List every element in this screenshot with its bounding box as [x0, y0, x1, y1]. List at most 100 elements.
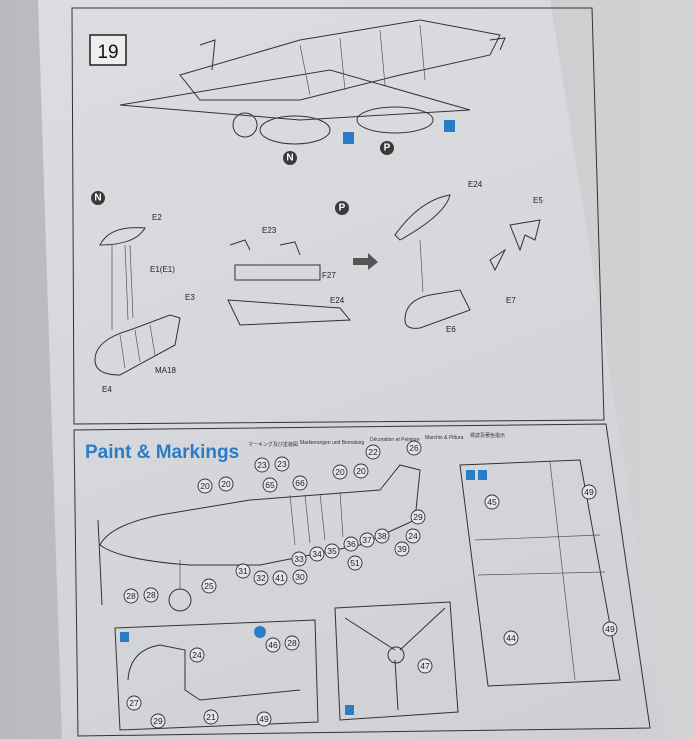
part-label: E5	[533, 196, 543, 205]
svg-text:26: 26	[409, 443, 419, 453]
aircraft-assembly-drawing	[119, 19, 506, 145]
svg-text:34: 34	[312, 549, 322, 559]
callout: 45	[484, 494, 500, 510]
svg-text:65: 65	[265, 480, 275, 490]
part-label: E3	[185, 293, 195, 302]
callout: 33	[291, 551, 307, 567]
callout: 26	[406, 440, 422, 456]
step-panel	[71, 7, 605, 425]
svg-text:33: 33	[294, 554, 304, 564]
svg-text:49: 49	[259, 714, 269, 724]
svg-text:P: P	[384, 143, 391, 154]
svg-text:N: N	[286, 153, 293, 164]
part-label: E24	[468, 180, 483, 189]
paint-markings-title: Paint & Markings	[85, 442, 239, 463]
svg-text:23: 23	[277, 459, 287, 469]
callout: 44	[503, 630, 519, 646]
callout: 49	[581, 484, 597, 500]
title-japanese: マーキング及び塗装図	[248, 441, 298, 448]
paint-panel	[73, 423, 651, 737]
callout: 23	[254, 457, 270, 473]
part-label: E23	[262, 226, 277, 235]
callout: 46	[265, 637, 281, 653]
aircraft-side-view	[97, 464, 421, 612]
svg-text:38: 38	[377, 531, 387, 541]
variant-n-badge: N	[283, 151, 297, 165]
propeller-view-panel	[334, 601, 459, 721]
part-label: E1(E1)	[150, 265, 175, 274]
option-icon	[444, 120, 455, 132]
callout: 66	[292, 475, 308, 491]
svg-text:28: 28	[287, 638, 297, 648]
callout: 21	[203, 709, 219, 725]
callout: 28	[143, 587, 159, 603]
svg-text:30: 30	[295, 572, 305, 582]
callout: 24	[189, 647, 205, 663]
title-italian: Marchio & Pittura	[425, 435, 464, 441]
callout: 30	[292, 569, 308, 585]
callout: 20	[332, 464, 348, 480]
svg-text:27: 27	[129, 698, 139, 708]
variant-p-badge: P	[335, 201, 349, 215]
callout: 36	[343, 536, 359, 552]
part-label: E7	[506, 296, 516, 305]
callout: 22	[365, 444, 381, 460]
svg-text:49: 49	[584, 487, 594, 497]
callout: 28	[284, 635, 300, 651]
step-number-box	[89, 34, 127, 66]
svg-text:45: 45	[487, 497, 497, 507]
svg-text:49: 49	[605, 624, 615, 634]
callout: 28	[123, 588, 139, 604]
callout: 31	[235, 563, 251, 579]
callout: 49	[602, 621, 618, 637]
callout: 20	[353, 463, 369, 479]
tail-view-panel	[114, 619, 319, 731]
svg-text:20: 20	[221, 479, 231, 489]
svg-text:66: 66	[295, 478, 305, 488]
svg-text:28: 28	[146, 590, 156, 600]
part-label: E2	[152, 213, 162, 222]
callout: 49	[256, 711, 272, 727]
svg-text:22: 22	[368, 447, 378, 457]
title-german: Markierungen und Bemalung	[300, 440, 364, 446]
callout: 32	[253, 570, 269, 586]
svg-text:25: 25	[204, 581, 214, 591]
part-label: E6	[446, 325, 456, 334]
callout: 35	[324, 543, 340, 559]
callout: 27	[126, 695, 142, 711]
callout: 34	[309, 546, 325, 562]
variant-n-badge: N	[91, 191, 105, 205]
svg-text:41: 41	[275, 573, 285, 583]
svg-text:24: 24	[408, 531, 418, 541]
part-label: MA18	[155, 366, 176, 375]
svg-text:36: 36	[346, 539, 356, 549]
svg-text:28: 28	[126, 591, 136, 601]
svg-text:31: 31	[238, 566, 248, 576]
svg-text:20: 20	[200, 481, 210, 491]
callout: 20	[218, 476, 234, 492]
svg-text:24: 24	[192, 650, 202, 660]
svg-text:44: 44	[506, 633, 516, 643]
callout: 41	[272, 570, 288, 586]
svg-text:39: 39	[397, 544, 407, 554]
callout: 29	[410, 509, 426, 525]
drop-tank-n-drawing	[94, 227, 181, 376]
step-number: 19	[97, 42, 118, 63]
callout: 38	[374, 528, 390, 544]
svg-text:P: P	[339, 203, 346, 214]
svg-text:37: 37	[362, 535, 372, 545]
arrow-right-icon	[353, 253, 378, 270]
callout: 24	[405, 528, 421, 544]
svg-text:51: 51	[350, 558, 360, 568]
callout: 20	[197, 478, 213, 494]
svg-text:N: N	[94, 193, 101, 204]
svg-text:35: 35	[327, 546, 337, 556]
part-label: E24	[330, 296, 345, 305]
svg-text:32: 32	[256, 573, 266, 583]
callout: 51	[347, 555, 363, 571]
option-icon	[343, 132, 354, 144]
svg-text:20: 20	[356, 466, 366, 476]
title-french: Décoration et Peinture	[370, 437, 420, 443]
